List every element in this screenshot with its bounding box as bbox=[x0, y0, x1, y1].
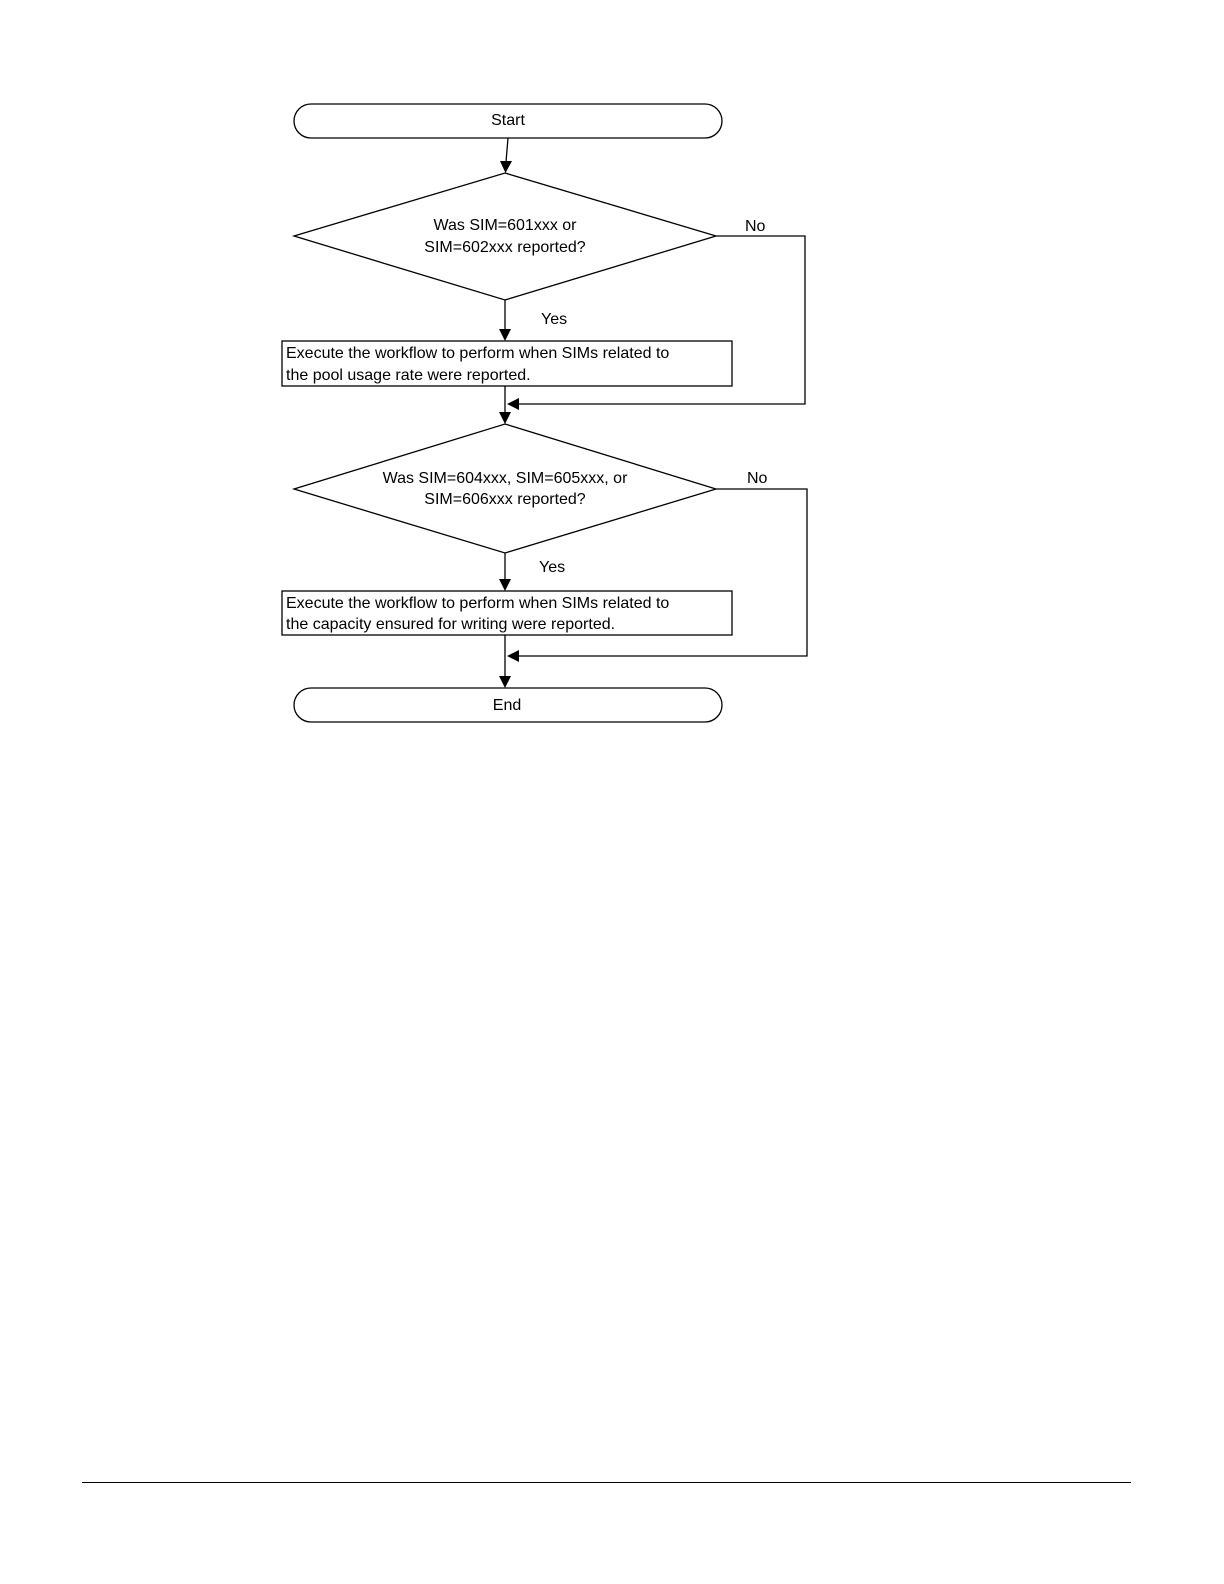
decision2-yes-label: Yes bbox=[539, 559, 565, 576]
connector-decision1-yes bbox=[499, 300, 511, 341]
decision1-line2: SIM=602xxx reported? bbox=[424, 239, 586, 256]
connector-process1-to-decision2 bbox=[499, 386, 511, 424]
decision1-diamond: Was SIM=601xxx or SIM=602xxx reported? bbox=[291, 172, 719, 301]
process1-box: Execute the workflow to perform when SIM… bbox=[281, 340, 733, 387]
connector-process2-to-end bbox=[499, 635, 511, 688]
decision2-line1: Was SIM=604xxx, SIM=605xxx, or bbox=[383, 470, 629, 487]
end-terminator: End bbox=[293, 687, 723, 723]
footer-divider bbox=[82, 1482, 1131, 1483]
end-label: End bbox=[493, 697, 521, 714]
process1-line2: the pool usage rate were reported. bbox=[286, 367, 531, 384]
start-label: Start bbox=[491, 112, 525, 129]
connector-decision2-yes bbox=[499, 553, 511, 591]
process2-line2: the capacity ensured for writing were re… bbox=[286, 616, 615, 633]
decision2-line2: SIM=606xxx reported? bbox=[424, 491, 586, 508]
start-terminator: Start bbox=[293, 103, 723, 139]
decision1-line1: Was SIM=601xxx or bbox=[433, 217, 577, 234]
decision1-yes-label: Yes bbox=[541, 311, 567, 328]
process2-box: Execute the workflow to perform when SIM… bbox=[281, 590, 733, 636]
decision2-diamond: Was SIM=604xxx, SIM=605xxx, or SIM=606xx… bbox=[291, 423, 719, 554]
process1-line1: Execute the workflow to perform when SIM… bbox=[286, 345, 669, 362]
connector-start-to-decision1 bbox=[500, 137, 512, 173]
decision1-no-label: No bbox=[745, 218, 766, 235]
connector-decision1-no bbox=[507, 235, 806, 410]
decision2-no-label: No bbox=[747, 470, 768, 487]
process2-line1: Execute the workflow to perform when SIM… bbox=[286, 595, 669, 612]
connector-decision2-no bbox=[507, 488, 808, 662]
